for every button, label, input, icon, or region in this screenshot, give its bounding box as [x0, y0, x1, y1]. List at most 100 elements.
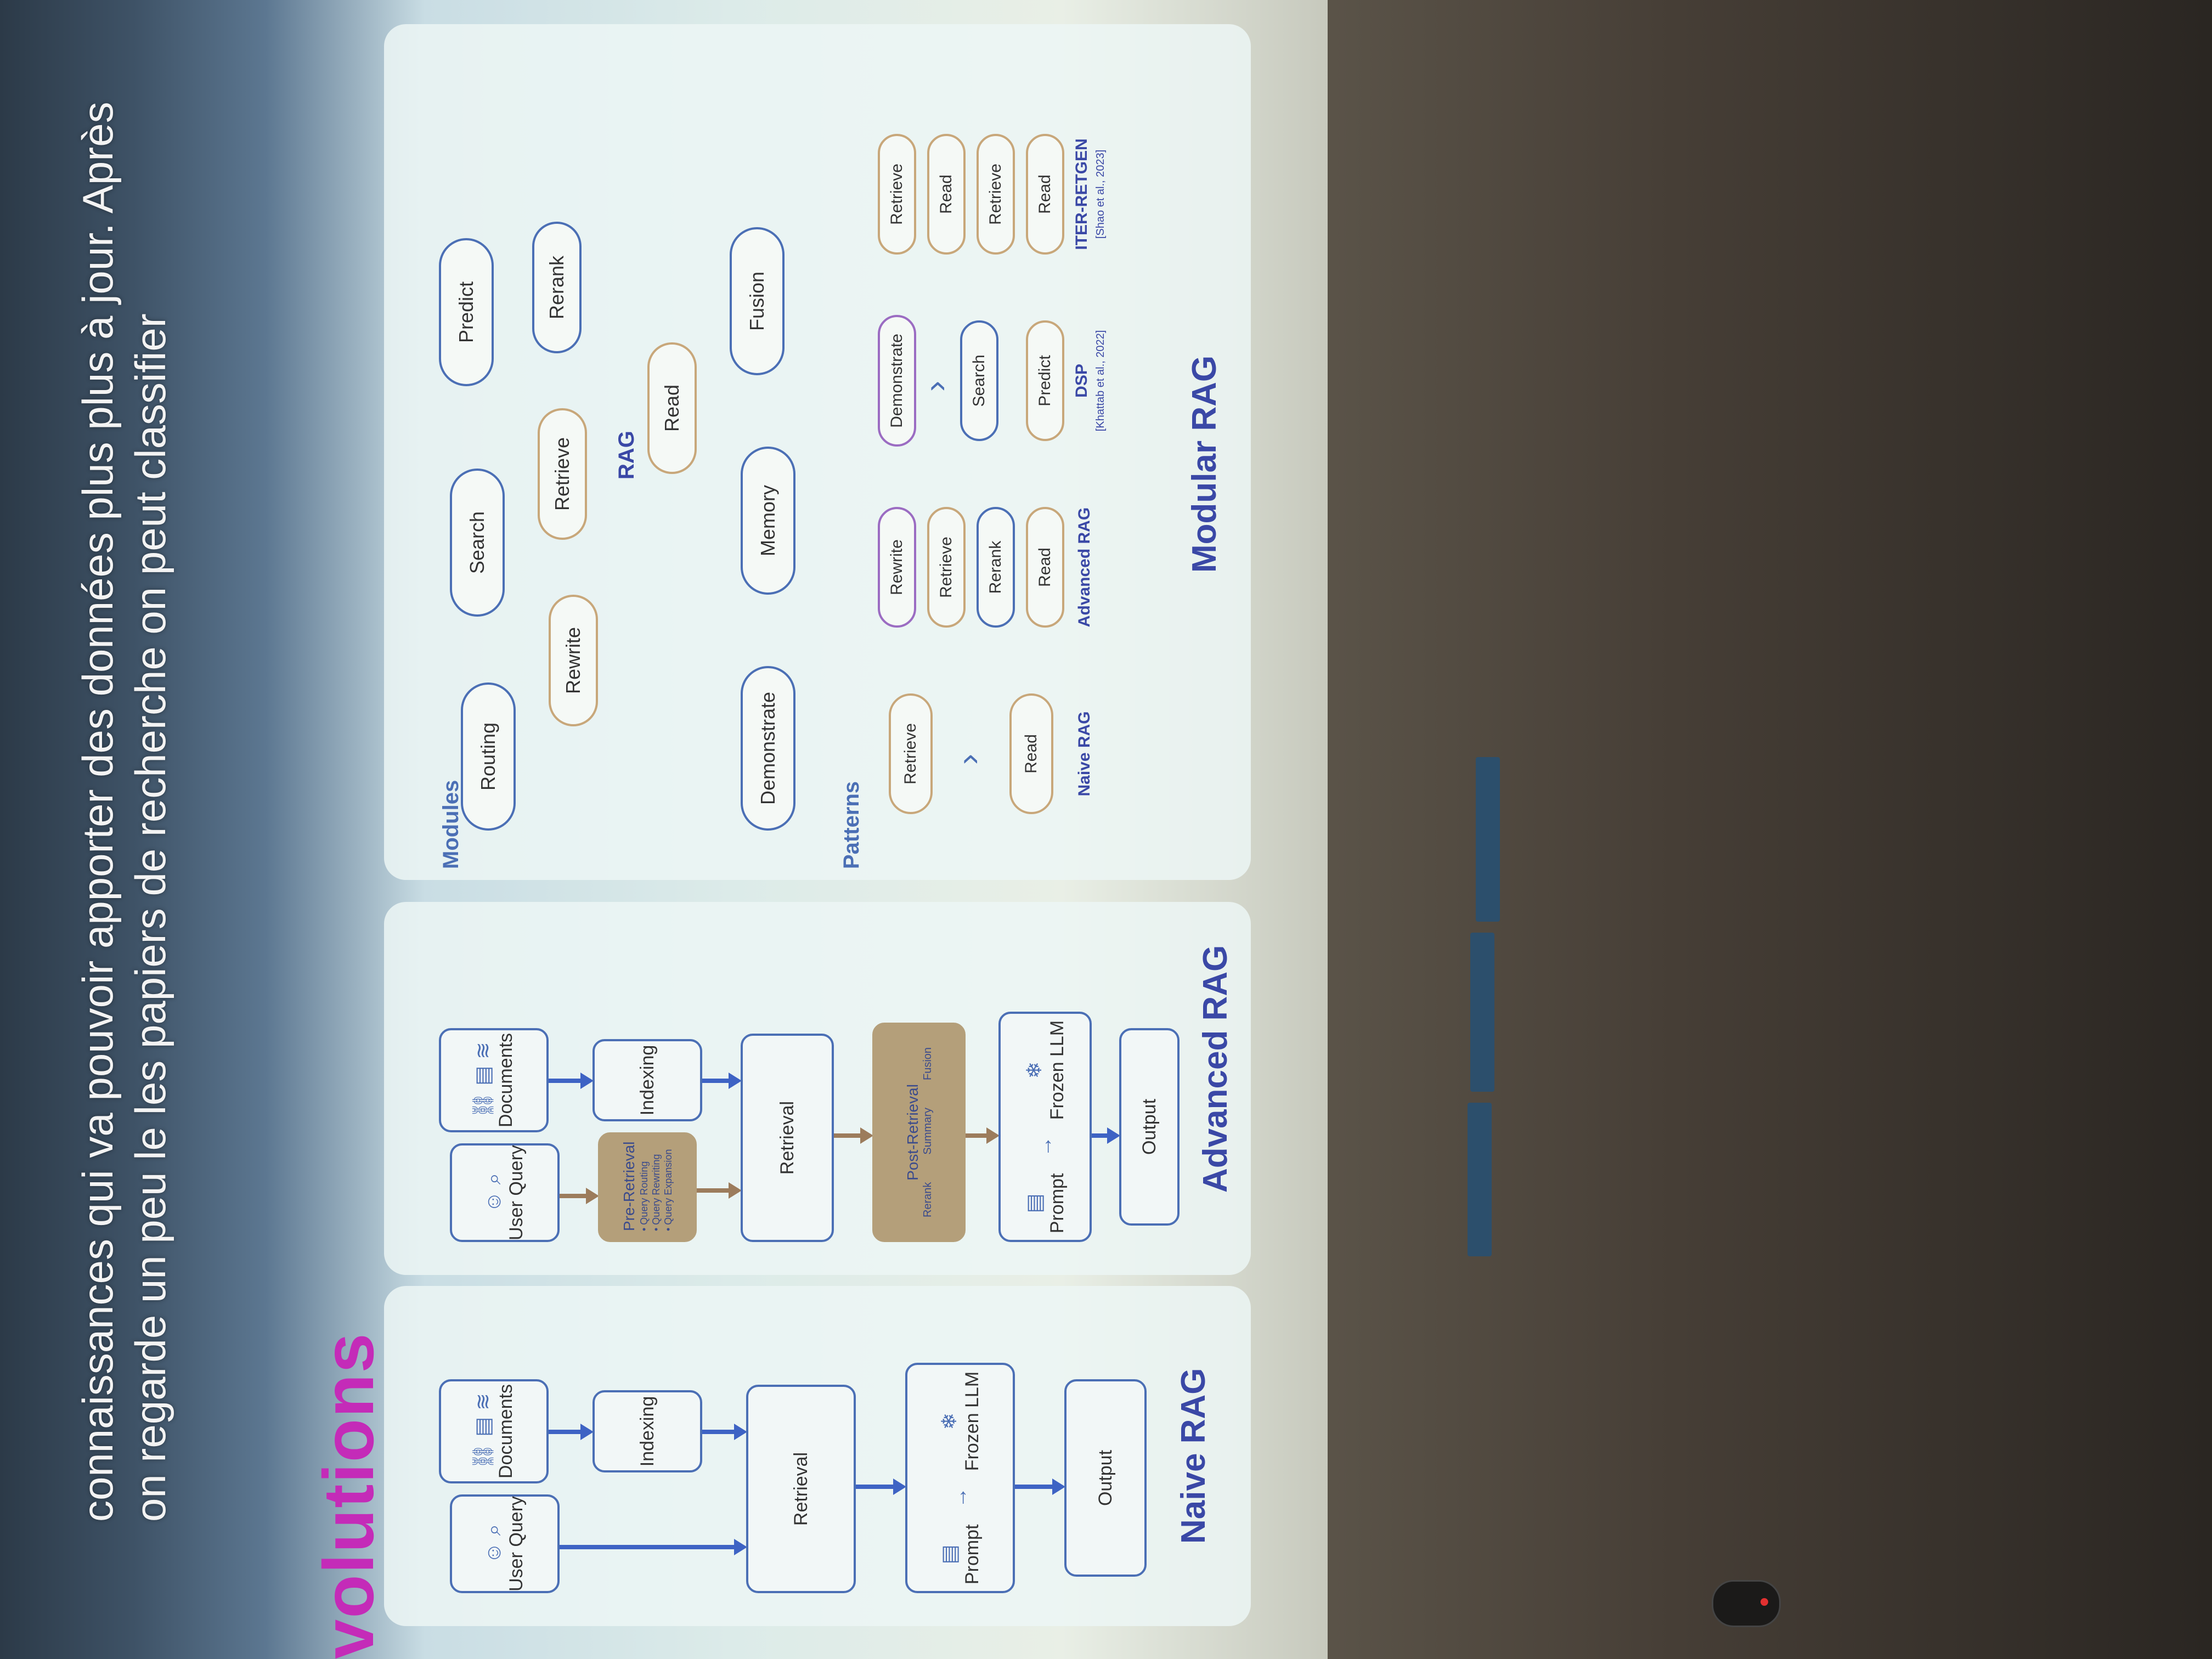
- module-read-label: Read: [661, 384, 683, 432]
- pattern-naive-step-2-label: Read: [1022, 734, 1040, 774]
- adv-query-label: Query: [506, 1145, 527, 1196]
- adv-arrow-retrieval-post: [834, 1133, 861, 1138]
- modular-rag-label: Modular RAG: [1186, 355, 1223, 573]
- retrieval-box: Retrieval: [746, 1385, 856, 1593]
- adv-output-box: Output: [1119, 1028, 1180, 1226]
- modular-rag-panel: Modules Routing Search Predict Rewrite R…: [384, 24, 1251, 880]
- caption-line-1: connaissances qui va pouvoir apporter de…: [74, 101, 122, 1522]
- pattern-naive-step-1-label: Retrieve: [901, 723, 919, 785]
- pattern-adv-step-1-label: Rewrite: [888, 539, 906, 595]
- pattern-iter-cite: [Shao et al., 2023]: [1094, 149, 1107, 239]
- prompt-icon: ▤: [938, 1544, 961, 1565]
- pattern-dsp-cite: [Khattab et al., 2022]: [1094, 330, 1107, 432]
- module-rewrite: Rewrite: [549, 595, 598, 726]
- post-item-fusion: Fusion: [921, 1047, 934, 1080]
- naive-rag-panel: ☺⌕ User Query ⛓ ▤ ≋ Documents Indexing Ret…: [384, 1286, 1251, 1626]
- module-rag-hub: RAG: [614, 431, 639, 479]
- module-predict: Predict: [439, 238, 494, 386]
- naive-user-label: User: [506, 1552, 527, 1592]
- projected-slide: connaissances qui va pouvoir apporter de…: [0, 0, 1328, 1659]
- adv-retrieval-label: Retrieval: [776, 1101, 798, 1175]
- module-fusion-label: Fusion: [746, 271, 768, 331]
- pattern-iter-name: ITER-RETGEN: [1073, 138, 1091, 250]
- module-retrieve: Retrieve: [538, 408, 587, 540]
- adv-indexing-label: Indexing: [636, 1045, 658, 1116]
- pattern-iter-step-1: Retrieve: [878, 134, 916, 255]
- pattern-adv-step-3-label: Rerank: [986, 540, 1005, 594]
- pattern-iter-step-2-label: Read: [937, 174, 955, 214]
- adv-user-query-box: ☺ ⌕ User Query: [450, 1143, 560, 1242]
- adv-prompt-label: Prompt: [1047, 1173, 1068, 1234]
- doc-icon: ▤: [472, 1417, 495, 1437]
- module-search: Search: [450, 469, 505, 617]
- snowflake-icon: ❄: [938, 1412, 961, 1430]
- adv-link-icon: ⛓: [472, 1092, 495, 1119]
- adv-arrow-index-retrieval: [702, 1079, 730, 1083]
- indexing-box: Indexing: [592, 1390, 702, 1472]
- module-fusion: Fusion: [730, 227, 785, 375]
- query-icon: ⌕: [482, 1523, 505, 1536]
- pattern-dsp-step-1-label: Demonstrate: [888, 334, 906, 428]
- module-memory: Memory: [741, 447, 795, 595]
- pattern-iter-step-2: Read: [927, 134, 966, 255]
- link-icon: ⛓: [472, 1443, 495, 1470]
- pattern-naive-step-1: Retrieve: [889, 693, 933, 814]
- pattern-adv-step-3: Rerank: [977, 507, 1015, 628]
- adv-arrow-right-icon: →: [1033, 1136, 1057, 1157]
- pattern-adv-name: Advanced RAG: [1075, 507, 1093, 628]
- post-item-rerank: Rerank: [921, 1182, 934, 1218]
- output-box: Output: [1064, 1379, 1147, 1577]
- pattern-adv-step-4: Read: [1026, 507, 1064, 628]
- naive-arrow-prompt-output: [1015, 1485, 1053, 1489]
- adv-retrieval-box: Retrieval: [741, 1034, 834, 1242]
- pattern-dsp-step-1: Demonstrate: [878, 315, 916, 447]
- user-query-box: ☺⌕ User Query: [450, 1494, 560, 1593]
- pattern-dsp-step-2: Search: [960, 320, 998, 441]
- layers-icon: ≋: [472, 1393, 495, 1410]
- pattern-dsp-step-2-label: Search: [970, 354, 988, 407]
- adv-arrow-prompt-output: [1092, 1133, 1108, 1138]
- adv-output-label: Output: [1138, 1098, 1160, 1155]
- pattern-iter-step-3-label: Retrieve: [986, 163, 1005, 225]
- pattern-adv-step-1: Rewrite: [878, 507, 916, 628]
- pattern-naive-step-2: Read: [1009, 693, 1053, 814]
- adv-arrow-post-prompt: [966, 1133, 988, 1138]
- naive-query-label: Query: [506, 1496, 527, 1547]
- module-demonstrate-label: Demonstrate: [757, 691, 779, 805]
- module-rerank: Rerank: [532, 222, 582, 353]
- module-demonstrate: Demonstrate: [741, 666, 795, 831]
- advanced-rag-panel: ☺⌕ User Query ⛓▤≋ Documents Pre-Retrieva…: [384, 902, 1251, 1275]
- pre-item-rewriting: • Query Rewriting: [651, 1154, 662, 1231]
- module-read: Read: [647, 342, 697, 474]
- subtitle-caption: connaissances qui va pouvoir apporter de…: [71, 8, 177, 1522]
- adv-user-icon: ☺: [482, 1191, 505, 1213]
- patterns-title: Patterns: [839, 781, 864, 869]
- adv-arrow-pre-retrieval: [697, 1188, 730, 1193]
- pattern-dsp: Demonstrate › Search Predict DSP [Khatta…: [878, 298, 1152, 463]
- adv-doc-icon: ▤: [472, 1065, 495, 1086]
- chevron-right-icon: ›: [917, 381, 953, 392]
- adv-user-label: User: [506, 1201, 527, 1240]
- pre-retrieval-box: Pre-Retrieval • Query Routing • Query Re…: [598, 1132, 697, 1242]
- module-rerank-label: Rerank: [545, 255, 568, 320]
- pattern-adv-step-4-label: Read: [1036, 548, 1054, 587]
- adv-indexing-box: Indexing: [592, 1039, 702, 1121]
- naive-rag-label: Naive RAG: [1175, 1368, 1212, 1544]
- modules-title: Modules: [439, 780, 463, 869]
- adv-prompt-llm-box: ▤ Prompt → ❄ Frozen LLM: [998, 1012, 1092, 1242]
- documents-box: ⛓ ▤ ≋ Documents: [439, 1379, 549, 1483]
- adv-query-icon: ⌕: [482, 1172, 505, 1185]
- advanced-rag-label: Advanced RAG: [1197, 945, 1234, 1193]
- naive-arrow-user-retrieval: [560, 1545, 735, 1549]
- pattern-iter-step-1-label: Retrieve: [888, 163, 906, 225]
- projector-device: [1712, 1580, 1781, 1627]
- naive-output-label: Output: [1094, 1449, 1116, 1506]
- section-title: volutions: [308, 1332, 388, 1659]
- caption-line-2: on regarde un peu le les papiers de rech…: [126, 313, 174, 1522]
- pattern-iter-step-4-label: Read: [1036, 174, 1054, 214]
- naive-documents-label: Documents: [495, 1384, 516, 1479]
- wall: [1317, 0, 2212, 1659]
- pre-item-routing: • Query Routing: [639, 1161, 650, 1231]
- module-retrieve-label: Retrieve: [551, 437, 573, 511]
- pattern-iter-step-3: Retrieve: [977, 134, 1015, 255]
